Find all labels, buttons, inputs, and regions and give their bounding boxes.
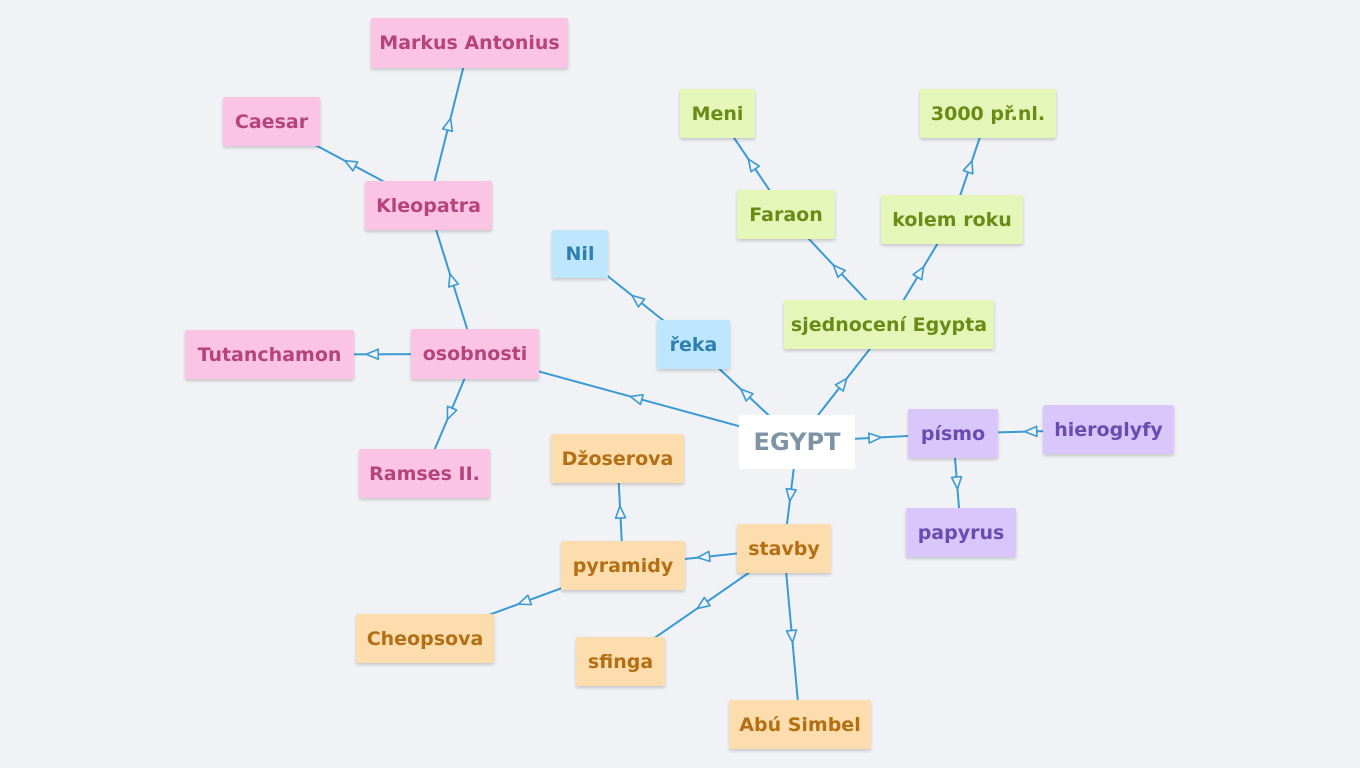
arrowhead-pismo-papyrus xyxy=(950,475,963,490)
arrowhead-osobnosti-kleopatra xyxy=(447,273,460,288)
node-cheopsova[interactable]: Cheopsova xyxy=(356,614,494,663)
arrowhead-stavby-abu xyxy=(785,629,798,644)
root-node-egypt[interactable]: EGYPT xyxy=(739,415,855,469)
node-pismo[interactable]: písmo xyxy=(908,409,998,458)
node-meni[interactable]: Meni xyxy=(680,89,755,138)
node-hieroglyfy[interactable]: hieroglyfy xyxy=(1043,405,1174,454)
node-tutanchamon[interactable]: Tutanchamon xyxy=(185,330,354,379)
arrowhead-pyramidy-cheopsova xyxy=(517,594,533,606)
arrowhead-egypt-pismo xyxy=(867,432,882,444)
arrowhead-egypt-reka xyxy=(740,388,754,402)
node-sfinga[interactable]: sfinga xyxy=(576,637,665,686)
arrowhead-kleopatra-caesar xyxy=(343,159,359,172)
arrowhead-pyramidy-dzoserova xyxy=(614,505,627,520)
arrowhead-egypt-sjednoceni xyxy=(834,377,848,392)
node-sjednoceni-egypta[interactable]: sjednocení Egypta xyxy=(784,300,994,349)
arrowhead-stavby-pyramidy xyxy=(696,550,711,563)
node-abu-simbel[interactable]: Abú Simbel xyxy=(729,700,871,749)
node-pyramidy[interactable]: pyramidy xyxy=(561,541,685,590)
node-papyrus[interactable]: papyrus xyxy=(906,508,1016,557)
arrowhead-sjednoceni-faraon xyxy=(832,264,847,279)
arrowhead-osobnosti-tutanchamon xyxy=(365,348,380,361)
node-dzoserova[interactable]: Džoserova xyxy=(551,434,684,483)
arrowhead-stavby-sfinga xyxy=(696,596,711,610)
node-ramses-ii[interactable]: Ramses II. xyxy=(359,449,490,498)
arrowhead-kolem-rok3000 xyxy=(962,160,974,175)
arrowhead-osobnosti-ramses xyxy=(446,405,458,421)
arrowhead-sjednoceni-kolem xyxy=(912,266,925,281)
node-reka[interactable]: řeka xyxy=(657,320,730,369)
node-kolem-roku[interactable]: kolem roku xyxy=(881,195,1023,244)
arrowhead-reka-nil xyxy=(631,294,646,308)
node-markus-antonius[interactable]: Markus Antonius xyxy=(371,18,568,68)
arrowhead-hieroglyfy-pismo xyxy=(1023,425,1038,438)
node-stavby[interactable]: stavby xyxy=(737,524,831,573)
arrowhead-egypt-osobnosti xyxy=(629,393,644,406)
node-caesar[interactable]: Caesar xyxy=(223,97,320,146)
arrowhead-egypt-stavby xyxy=(785,487,797,503)
node-kleopatra[interactable]: Kleopatra xyxy=(365,181,492,230)
node-faraon[interactable]: Faraon xyxy=(737,190,835,239)
arrowhead-faraon-meni xyxy=(747,158,761,173)
arrowhead-kleopatra-markus xyxy=(441,117,454,133)
node-3000-pr-nl[interactable]: 3000 př.nl. xyxy=(920,89,1056,138)
node-nil[interactable]: Nil xyxy=(552,230,608,278)
node-osobnosti[interactable]: osobnosti xyxy=(411,329,539,379)
